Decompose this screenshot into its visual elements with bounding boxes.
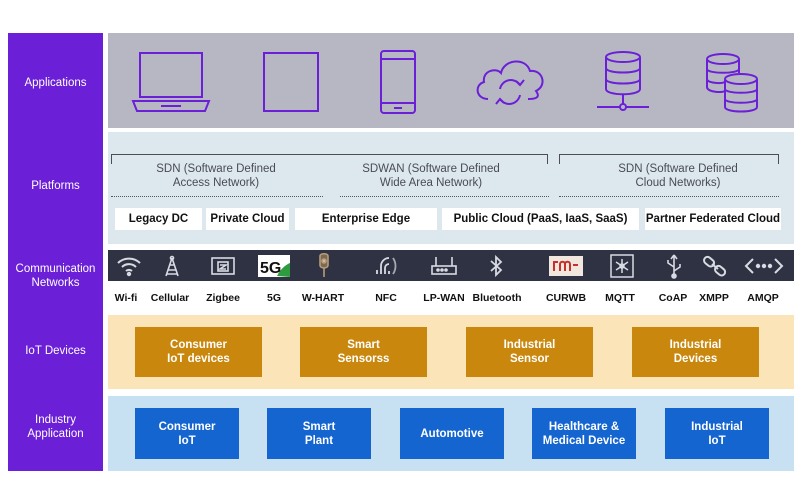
platform-private-cloud: Private Cloud (206, 208, 289, 230)
usb-icon (660, 253, 688, 279)
iot-industrial-sensor: Industrial Sensor (466, 327, 593, 377)
platform-partner-federated-cloud: Partner Federated Cloud (645, 208, 781, 230)
cell-tower-icon (158, 253, 186, 279)
sdn-access-divider (111, 196, 323, 197)
sdn-access-bracket (111, 154, 548, 164)
zigbee-icon (209, 253, 237, 279)
wifi-icon (115, 253, 143, 279)
protocol-label-cellular: Cellular (150, 292, 190, 304)
platform-legacy-dc: Legacy DC (115, 208, 202, 230)
protocol-label-amqp: AMQP (747, 292, 779, 304)
protocol-icon-strip: 5G (108, 250, 794, 281)
communication-layer: 5G (108, 250, 794, 312)
protocol-label-zigbee: Zigbee (206, 292, 240, 304)
layer-label-communication: Communication Networks (15, 263, 96, 289)
layer-label-industry: Industry Application (27, 414, 84, 440)
curwb-icon (548, 253, 584, 279)
nfc-icon (372, 253, 400, 279)
5g-icon: 5G (257, 253, 291, 279)
router-icon (430, 253, 458, 279)
tablet-icon (260, 49, 322, 115)
iot-smart-sensors: Smart Sensorss (300, 327, 427, 377)
layer-label-iot-devices: IoT Devices (25, 345, 86, 357)
sdn-access-title: SDN (Software Defined Access Network) (156, 163, 276, 189)
protocol-label-curwb: CURWB (545, 292, 587, 304)
sdn-cloud-bracket (559, 154, 779, 164)
protocol-label-coap: CoAP (658, 292, 688, 304)
mqtt-icon (608, 253, 636, 279)
5g-badge-text: 5G (260, 260, 281, 277)
database-icon (700, 49, 762, 115)
protocol-label-bluetooth: Bluetooth (472, 292, 522, 304)
code-arrows-icon (744, 253, 784, 279)
platforms-layer: SDN (Software Defined Access Network) SD… (108, 132, 794, 244)
sdn-cloud-divider (559, 196, 779, 197)
iot-industrial-devices: Industrial Devices (632, 327, 759, 377)
protocol-label-mqtt: MQTT (605, 292, 635, 304)
whart-icon (310, 253, 338, 279)
sdwan-divider (340, 196, 549, 197)
layer-label-platforms: Platforms (31, 180, 80, 192)
protocol-label-whart: W-HART (301, 292, 345, 304)
industry-healthcare-medical: Healthcare & Medical Device (532, 408, 636, 459)
protocol-label-xmpp: XMPP (699, 292, 729, 304)
laptop-icon (130, 49, 212, 115)
iot-devices-layer: Consumer IoT devices Smart Sensorss Indu… (108, 315, 794, 389)
cloud-sync-icon (470, 49, 550, 115)
platform-public-cloud: Public Cloud (PaaS, IaaS, SaaS) (442, 208, 639, 230)
protocol-label-nfc: NFC (375, 292, 397, 304)
server-network-icon (593, 49, 653, 115)
protocol-label-5g: 5G (266, 292, 282, 304)
sdwan-title: SDWAN (Software Defined Wide Area Networ… (362, 163, 500, 189)
industry-application-layer: Consumer IoT Smart Plant Automotive Heal… (108, 396, 794, 471)
layer-label-applications: Applications (24, 77, 87, 89)
sdn-cloud-title: SDN (Software Defined Cloud Networks) (618, 163, 738, 189)
link-icon (701, 253, 729, 279)
platform-enterprise-edge: Enterprise Edge (295, 208, 437, 230)
smartphone-icon (378, 49, 418, 115)
applications-layer (108, 33, 794, 128)
protocol-label-lpwan: LP-WAN (423, 292, 465, 304)
industry-industrial-iot: Industrial IoT (665, 408, 769, 459)
iot-consumer-devices: Consumer IoT devices (135, 327, 262, 377)
bluetooth-icon (482, 253, 510, 279)
protocol-label-wifi: Wi-fi (114, 292, 138, 304)
industry-smart-plant: Smart Plant (267, 408, 371, 459)
industry-automotive: Automotive (400, 408, 504, 459)
industry-consumer-iot: Consumer IoT (135, 408, 239, 459)
layer-sidebar: Applications Platforms Communication Net… (8, 33, 103, 471)
